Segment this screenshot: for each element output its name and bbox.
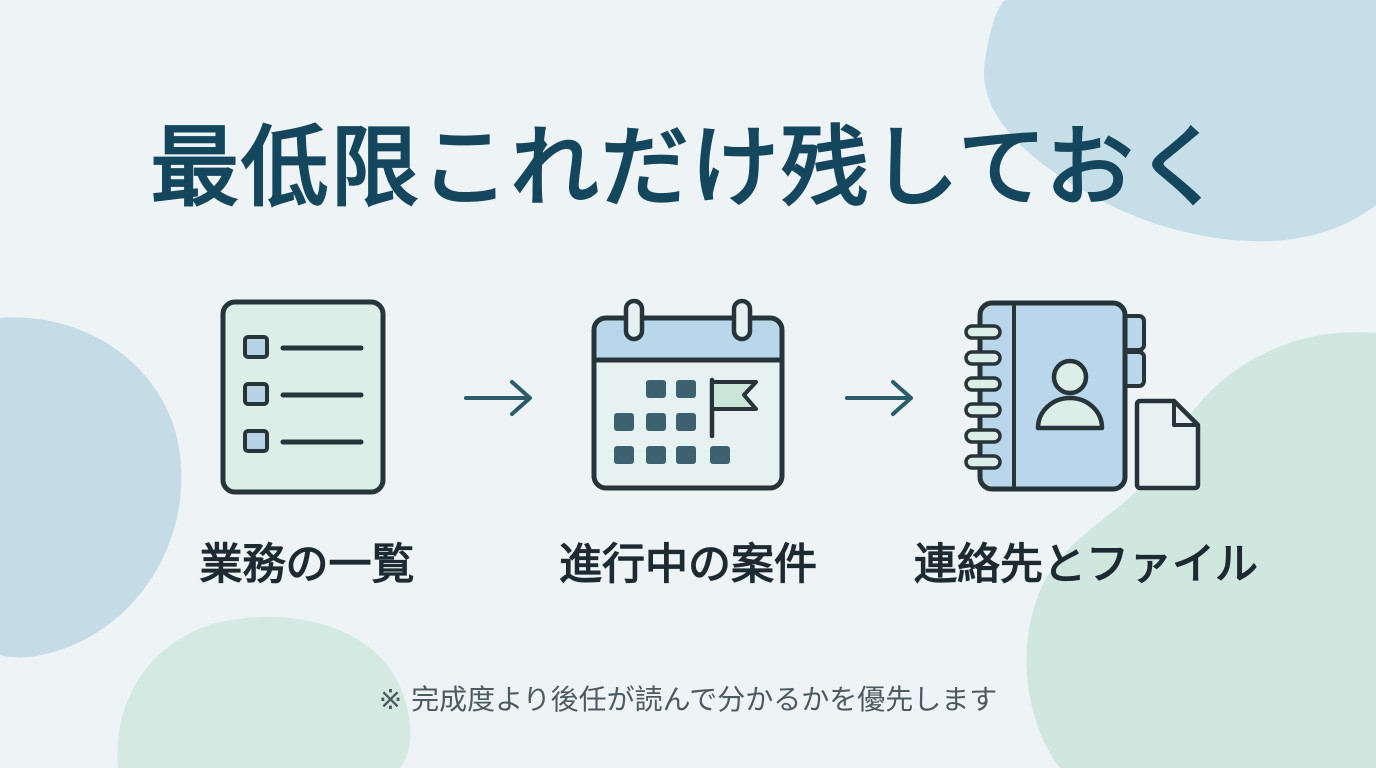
bottom-left-blob [117,616,411,768]
top-right-blob [983,0,1376,242]
bottom-right-blob [1026,332,1376,768]
address-book-file-icon [964,300,1201,492]
step-label-task-list: 業務の一覧 [199,540,415,590]
calendar-flag-icon [591,298,785,491]
left-blob [0,317,182,658]
checklist-icon [220,299,386,495]
step-label-ongoing-projects: 進行中の案件 [559,540,817,590]
step-label-contacts-files: 連絡先とファイル [914,540,1258,590]
page-title: 最低限これだけ残しておく [150,116,1226,219]
arrow-right-icon [845,380,913,416]
arrow-right-icon [464,380,532,416]
footnote: ※ 完成度より後任が読んで分かるかを優先します [378,683,998,716]
